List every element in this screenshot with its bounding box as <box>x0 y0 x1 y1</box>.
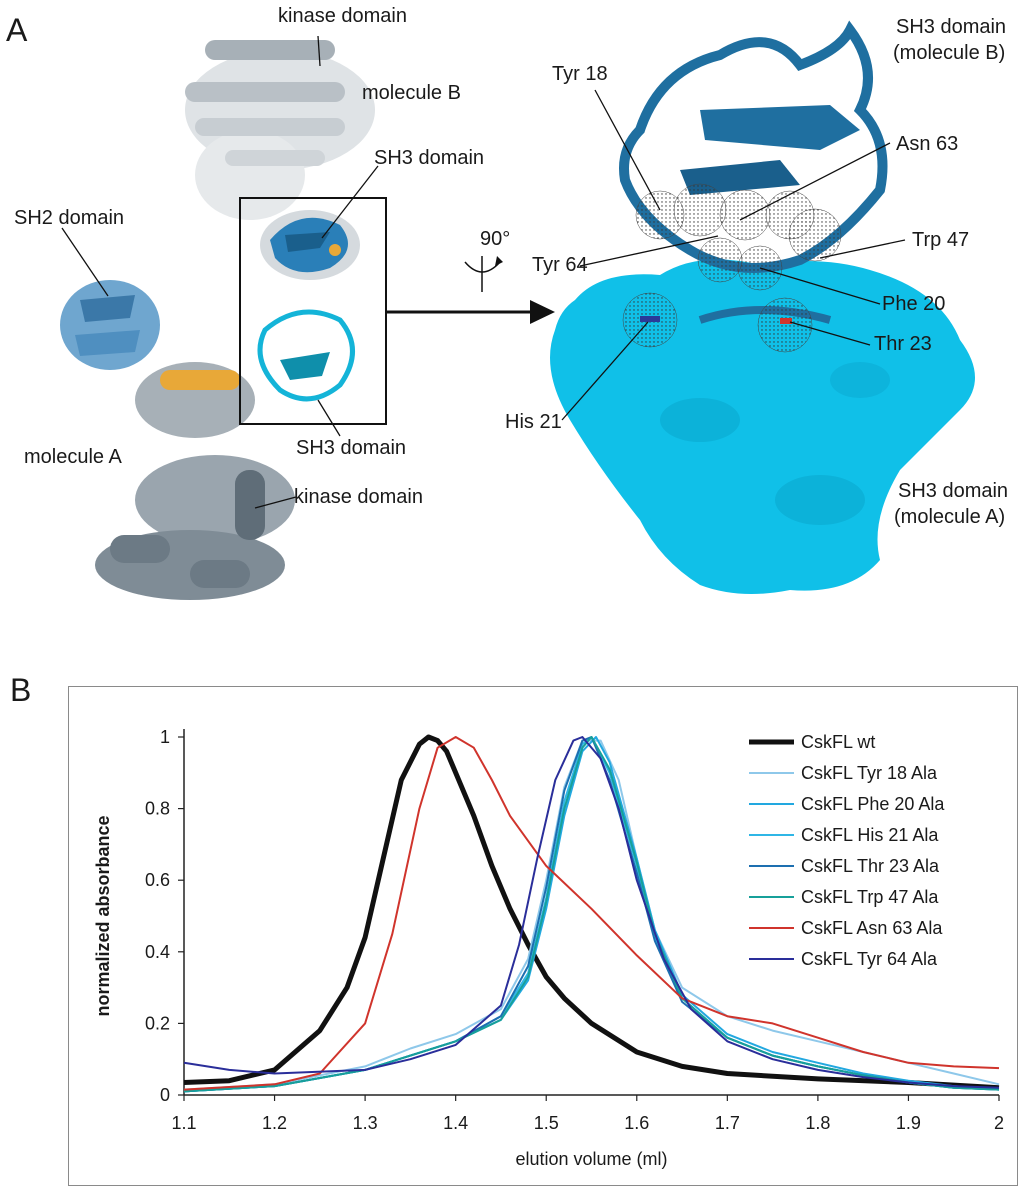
y-axis-title: normalized absorbance <box>93 815 113 1016</box>
series-line-6 <box>183 736 1000 1093</box>
molecule-a-sh3-ribbon <box>257 309 355 402</box>
label-sh3-molecule-a-line2: (molecule A) <box>894 506 1006 528</box>
series-line-4 <box>183 736 1000 1093</box>
series-line-7 <box>183 736 1000 1091</box>
legend-label-7: CskFL Asn 63 Ala <box>801 918 943 938</box>
label-sh3-domain-b: SH3 domain <box>374 147 485 169</box>
x-axis-title: elution volume (ml) <box>515 1149 667 1169</box>
x-tick-label: 1.2 <box>262 1113 287 1133</box>
molecule-a-kinase-ribbon <box>95 362 295 600</box>
label-sh3-domain-a: SH3 domain <box>296 437 407 459</box>
legend-label-8: CskFL Tyr 64 Ala <box>801 949 938 969</box>
x-tick-label: 1.1 <box>171 1113 196 1133</box>
series-line-1 <box>183 734 1000 1091</box>
y-tick-label: 0.8 <box>145 799 170 819</box>
y-tick-label: 0.6 <box>145 870 170 890</box>
series-line-5 <box>183 736 1000 1093</box>
legend-label-4: CskFL His 21 Ala <box>801 825 939 845</box>
label-tyr18: Tyr 18 <box>552 63 608 85</box>
residue-spheres <box>622 183 842 353</box>
series-line-3 <box>183 736 1000 1093</box>
label-kinase-domain-b: kinase domain <box>278 5 407 27</box>
leader-lines <box>61 35 906 509</box>
label-tyr64: Tyr 64 <box>532 254 588 276</box>
label-sh3-molecule-a-line1: SH3 domain <box>898 480 1009 502</box>
chart-frame: 1.1 1.2 1.3 1.4 1.5 1.6 1.7 1.8 1.9 2 0 0.2 0.4 0.6 0.… <box>68 686 1018 1186</box>
x-tick-label: 1.9 <box>896 1113 921 1133</box>
series-line-8 <box>183 736 1000 1089</box>
chart-series <box>183 734 1000 1093</box>
chart-axes: 1.1 1.2 1.3 1.4 1.5 1.6 1.7 1.8 1.9 2 0 0.2 0.4 0.6 0.… <box>145 727 1004 1133</box>
label-trp47: Trp 47 <box>912 229 970 251</box>
panel-a-letter: A <box>6 12 28 48</box>
y-tick-label: 0 <box>160 1085 170 1105</box>
label-sh3-molecule-b-line2: (molecule B) <box>893 42 1006 64</box>
label-his21: His 21 <box>505 411 562 433</box>
x-tick-label: 1.8 <box>805 1113 830 1133</box>
label-rotation: 90° <box>480 228 511 250</box>
label-sh2-domain: SH2 domain <box>14 207 125 229</box>
structure-illustration <box>60 20 975 600</box>
series-line-2 <box>183 739 1000 1091</box>
molecule-b-sh3-ribbon <box>260 210 360 280</box>
x-tick-label: 1.4 <box>443 1113 468 1133</box>
molecule-b-sh3-zoom-ribbon <box>619 20 888 324</box>
legend-label-3: CskFL Phe 20 Ala <box>801 794 945 814</box>
label-molecule-a: molecule A <box>24 446 122 468</box>
zoom-arrow <box>386 300 555 324</box>
x-tick-label: 1.6 <box>624 1113 649 1133</box>
x-tick-label: 1.3 <box>353 1113 378 1133</box>
rotation-icon <box>464 256 503 292</box>
sh2-ribbon <box>60 280 160 370</box>
label-phe20: Phe 20 <box>882 293 946 315</box>
y-tick-label: 0.4 <box>145 942 170 962</box>
legend-label-5: CskFL Thr 23 Ala <box>801 856 940 876</box>
label-sh3-molecule-b-line1: SH3 domain <box>896 16 1007 38</box>
label-thr23: Thr 23 <box>874 333 932 355</box>
y-tick-label: 0.2 <box>145 1013 170 1033</box>
legend-label-1: CskFL wt <box>801 732 875 752</box>
elution-chart: 1.1 1.2 1.3 1.4 1.5 1.6 1.7 1.8 1.9 2 0 0.2 0.4 0.6 0.… <box>93 727 1004 1169</box>
x-tick-label: 1.5 <box>534 1113 559 1133</box>
label-molecule-b: molecule B <box>362 82 461 104</box>
label-asn63: Asn 63 <box>896 133 959 155</box>
molecule-b-kinase-ribbon <box>185 40 375 220</box>
legend-label-2: CskFL Tyr 18 Ala <box>801 763 938 783</box>
panel-b-letter: B <box>10 672 32 708</box>
x-tick-label: 2 <box>994 1113 1004 1133</box>
legend-label-6: CskFL Trp 47 Ala <box>801 887 939 907</box>
x-tick-label: 1.7 <box>715 1113 740 1133</box>
y-tick-label: 1 <box>160 727 170 747</box>
label-kinase-domain-a: kinase domain <box>294 486 423 508</box>
